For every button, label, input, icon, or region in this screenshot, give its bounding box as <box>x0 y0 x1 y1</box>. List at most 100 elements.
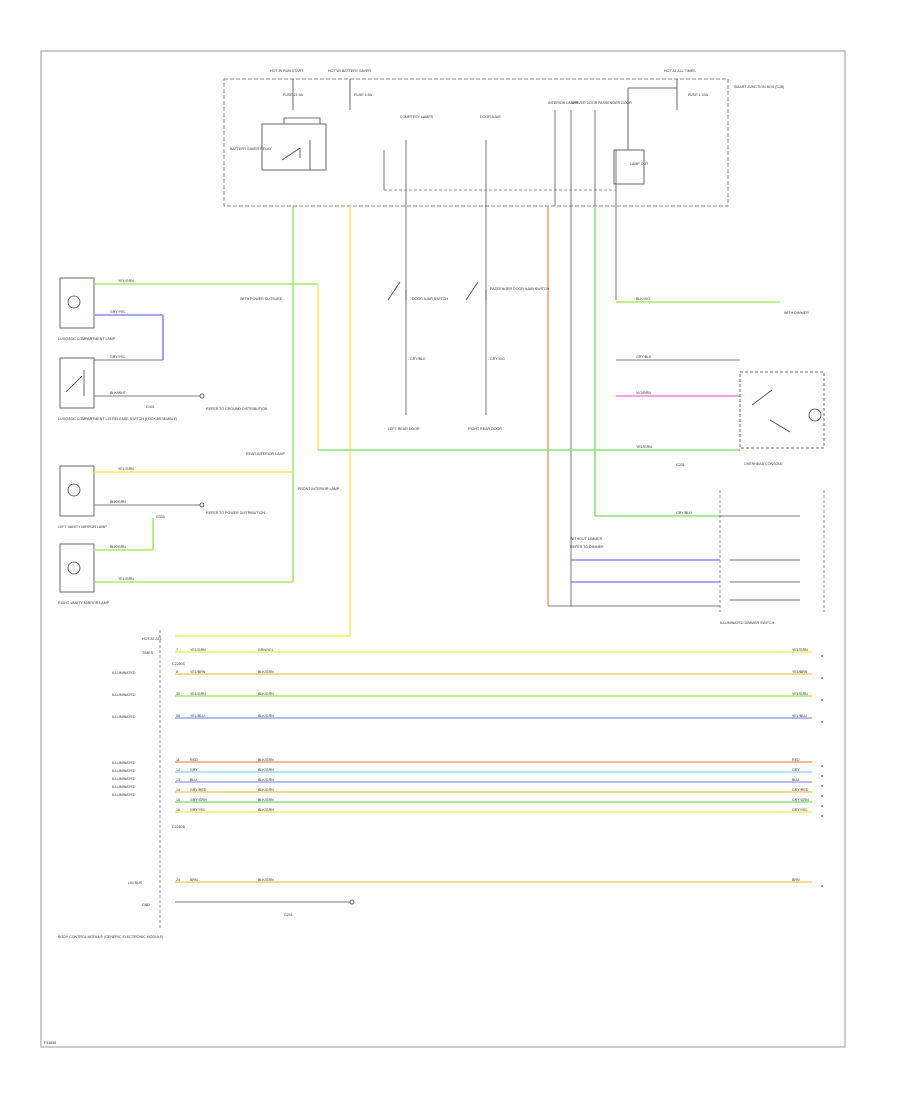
fuse-box-hot-left: HOT IN RUN START <box>270 69 304 73</box>
bcm-row-pin: 14 <box>176 788 180 792</box>
bcm-row-sub-label: BLK/GRN <box>258 758 274 762</box>
bcm-row-end-label: GRY/GRN <box>792 798 809 802</box>
left-components: LUGGAGE COMPARTMENT LAMP LUGGAGE COMPART… <box>58 277 740 605</box>
right-vanity-wire-b: YEL/GRN <box>118 577 134 581</box>
ground-g401: G401 <box>146 405 155 409</box>
ground-g201-icon <box>349 899 355 905</box>
right-wire-1: BLK/VIO <box>636 297 650 301</box>
bcm-input-11: GND <box>142 903 150 907</box>
overhead-console-label: OVERHEAD CONSOLE <box>744 462 783 466</box>
bcm-row-sub-label: BLK/GRN <box>258 808 274 812</box>
right-note-c: REFER TO DIMMER <box>570 545 604 549</box>
fuse-b-label: FUSE 6 5A <box>354 93 373 97</box>
ground-g401-icon <box>199 393 205 399</box>
driver-door-switch-label: DOOR AJAR SWITCH <box>412 297 448 301</box>
relay-switch-icon <box>281 140 311 170</box>
right-vanity-lamp-icon <box>67 561 81 575</box>
overhead-console-box <box>739 371 825 449</box>
bcm-row-sub-label: BLK/GRN <box>258 798 274 802</box>
bcm-row-pin: 16 <box>176 808 180 812</box>
bcm-input-5: ILLUMINATED <box>112 761 136 765</box>
bcm-row-wire-label: GRY/RED <box>190 788 207 792</box>
bcm-row-end-label: YEL/GRN <box>792 692 808 696</box>
bcm-row-end-label: GRY/RED <box>792 788 809 792</box>
ground-g303-icon <box>199 502 205 508</box>
bcm-row-sub-label: GRN/YEL <box>258 648 274 652</box>
bcm-row-terminal <box>821 677 823 679</box>
bcm-row-end-label: YEL/GRN <box>792 648 808 652</box>
bcm-input-8: ILLUMINATED <box>112 785 136 789</box>
door-ajar-label: DOOR AJAR <box>480 115 501 119</box>
bcm-row-pin: 11 <box>176 758 180 762</box>
bcm-input-6: ILLUMINATED <box>112 769 136 773</box>
bcm-row-sub-label: BLK/GRN <box>258 692 274 696</box>
battery-saver-relay-label: BATTERY SAVER RELAY <box>230 147 272 151</box>
bcm-row-terminal <box>821 805 823 807</box>
bcm-row-end-label: YEL/BRN <box>792 670 808 674</box>
door-note-a: LEFT REAR DOOR <box>388 427 420 431</box>
bcm-row-wire-label: YEL/BRN <box>190 670 206 674</box>
bcm-row-end-label: YEL/BLU <box>792 714 807 718</box>
right-wire-2: GRY/BLK <box>636 355 652 359</box>
fuse-box-name: SMART JUNCTION BOX (SJB) <box>734 85 784 89</box>
left-vanity-lamp-icon <box>67 483 81 497</box>
bcm-row-terminal <box>821 885 823 887</box>
left-vanity-label: LEFT VANITY MIRROR LAMP <box>58 525 107 529</box>
door-note-b: RIGHT REAR DOOR <box>468 427 502 431</box>
bcm-row-terminal <box>821 815 823 817</box>
overhead-switch-icon <box>751 389 791 433</box>
bcm-connector-c: C2280C <box>172 662 186 666</box>
bcm-input-9: ILLUMINATED <box>112 793 136 797</box>
bcm-row-wire-label: YEL/BLU <box>190 714 205 718</box>
bcm-row-wire-label: YEL/GRN <box>190 648 206 652</box>
release-switch-box <box>59 357 95 409</box>
bcm-row-pin: 8 <box>176 670 178 674</box>
release-switch-label: LUGGAGE COMPARTMENT LID RELEASE SWITCH (… <box>58 417 177 421</box>
relay-coil-icon <box>283 117 321 124</box>
passenger-door-switch-label: PASSENGER DOOR AJAR SWITCH <box>490 287 549 291</box>
bcm-input-3: ILLUMINATED <box>112 693 136 697</box>
door-switches: DOOR AJAR SWITCH GRY/BLK LEFT REAR DOOR … <box>387 281 549 431</box>
bcm-row-sub-label: BLK/GRN <box>258 788 274 792</box>
bcm-row-wire-label: YEL/GRN <box>190 692 206 696</box>
driver-door-switch-icon <box>387 281 407 301</box>
lamp-out-block <box>613 149 645 185</box>
bcm-row-sub-label: BLK/GRN <box>258 670 274 674</box>
dome-ref: REAR INTERIOR LAMP <box>246 452 286 456</box>
right-wire-5: GRY/BLU <box>676 511 692 515</box>
comp-note: WITH POWER CLOSURE <box>240 297 283 301</box>
bcm-ground: G201 <box>284 913 293 917</box>
bcm-row-sub-label: BLK/GRN <box>258 768 274 772</box>
release-switch-icon <box>65 370 85 396</box>
bcm-row-pin: 30 <box>176 692 180 696</box>
right-wire-3: VIO/BRN <box>636 391 651 395</box>
fuse-c-label: FUSE 1 10A <box>688 93 709 97</box>
passenger-door-wire: GRY/VIO <box>490 357 505 361</box>
bcm-row-terminal <box>821 795 823 797</box>
ground-g303: G303 <box>156 515 165 519</box>
dome-ref-2: FRONT INTERIOR LAMP <box>298 487 340 491</box>
vertical-wires <box>292 206 617 636</box>
bcm-row-sub-label: BLK/GRN <box>258 878 274 882</box>
courtesy-label: COURTESY LAMPS <box>400 115 434 119</box>
bcm-row-wire-label: BRN <box>190 878 198 882</box>
overhead-lamp-icon <box>808 408 822 422</box>
right-components: OVERHEAD CONSOLE BLK/VIO GRY/BLK VIO/BRN… <box>548 297 825 625</box>
right-vanity-wire-a: BLK/GRN <box>110 545 126 549</box>
luggage-lamp-box <box>59 277 95 329</box>
passenger-door-label: PASSENGER DOOR <box>598 101 632 105</box>
bcm-input-1: TIMES <box>142 651 154 655</box>
fuse-box: HOT IN RUN START HOT W/ BATTERY SAVER HO… <box>223 69 784 207</box>
right-note-a: WITH DIMMER <box>784 311 809 315</box>
bcm-input-10: LIN BUS <box>128 881 143 885</box>
right-vanity-box <box>59 543 95 593</box>
left-vanity-box <box>59 465 95 517</box>
right-vanity-label: RIGHT VANITY MIRROR LAMP <box>58 601 110 605</box>
bcm-row-pin: 12 <box>176 768 180 772</box>
driver-door-label: DRIVER DOOR <box>572 101 598 105</box>
bcm-row-pin: 13 <box>176 778 180 782</box>
bcm-row-end-label: BLU <box>792 778 799 782</box>
page-frame <box>40 50 846 1048</box>
luggage-wire-a: YEL/GRN <box>118 279 134 283</box>
